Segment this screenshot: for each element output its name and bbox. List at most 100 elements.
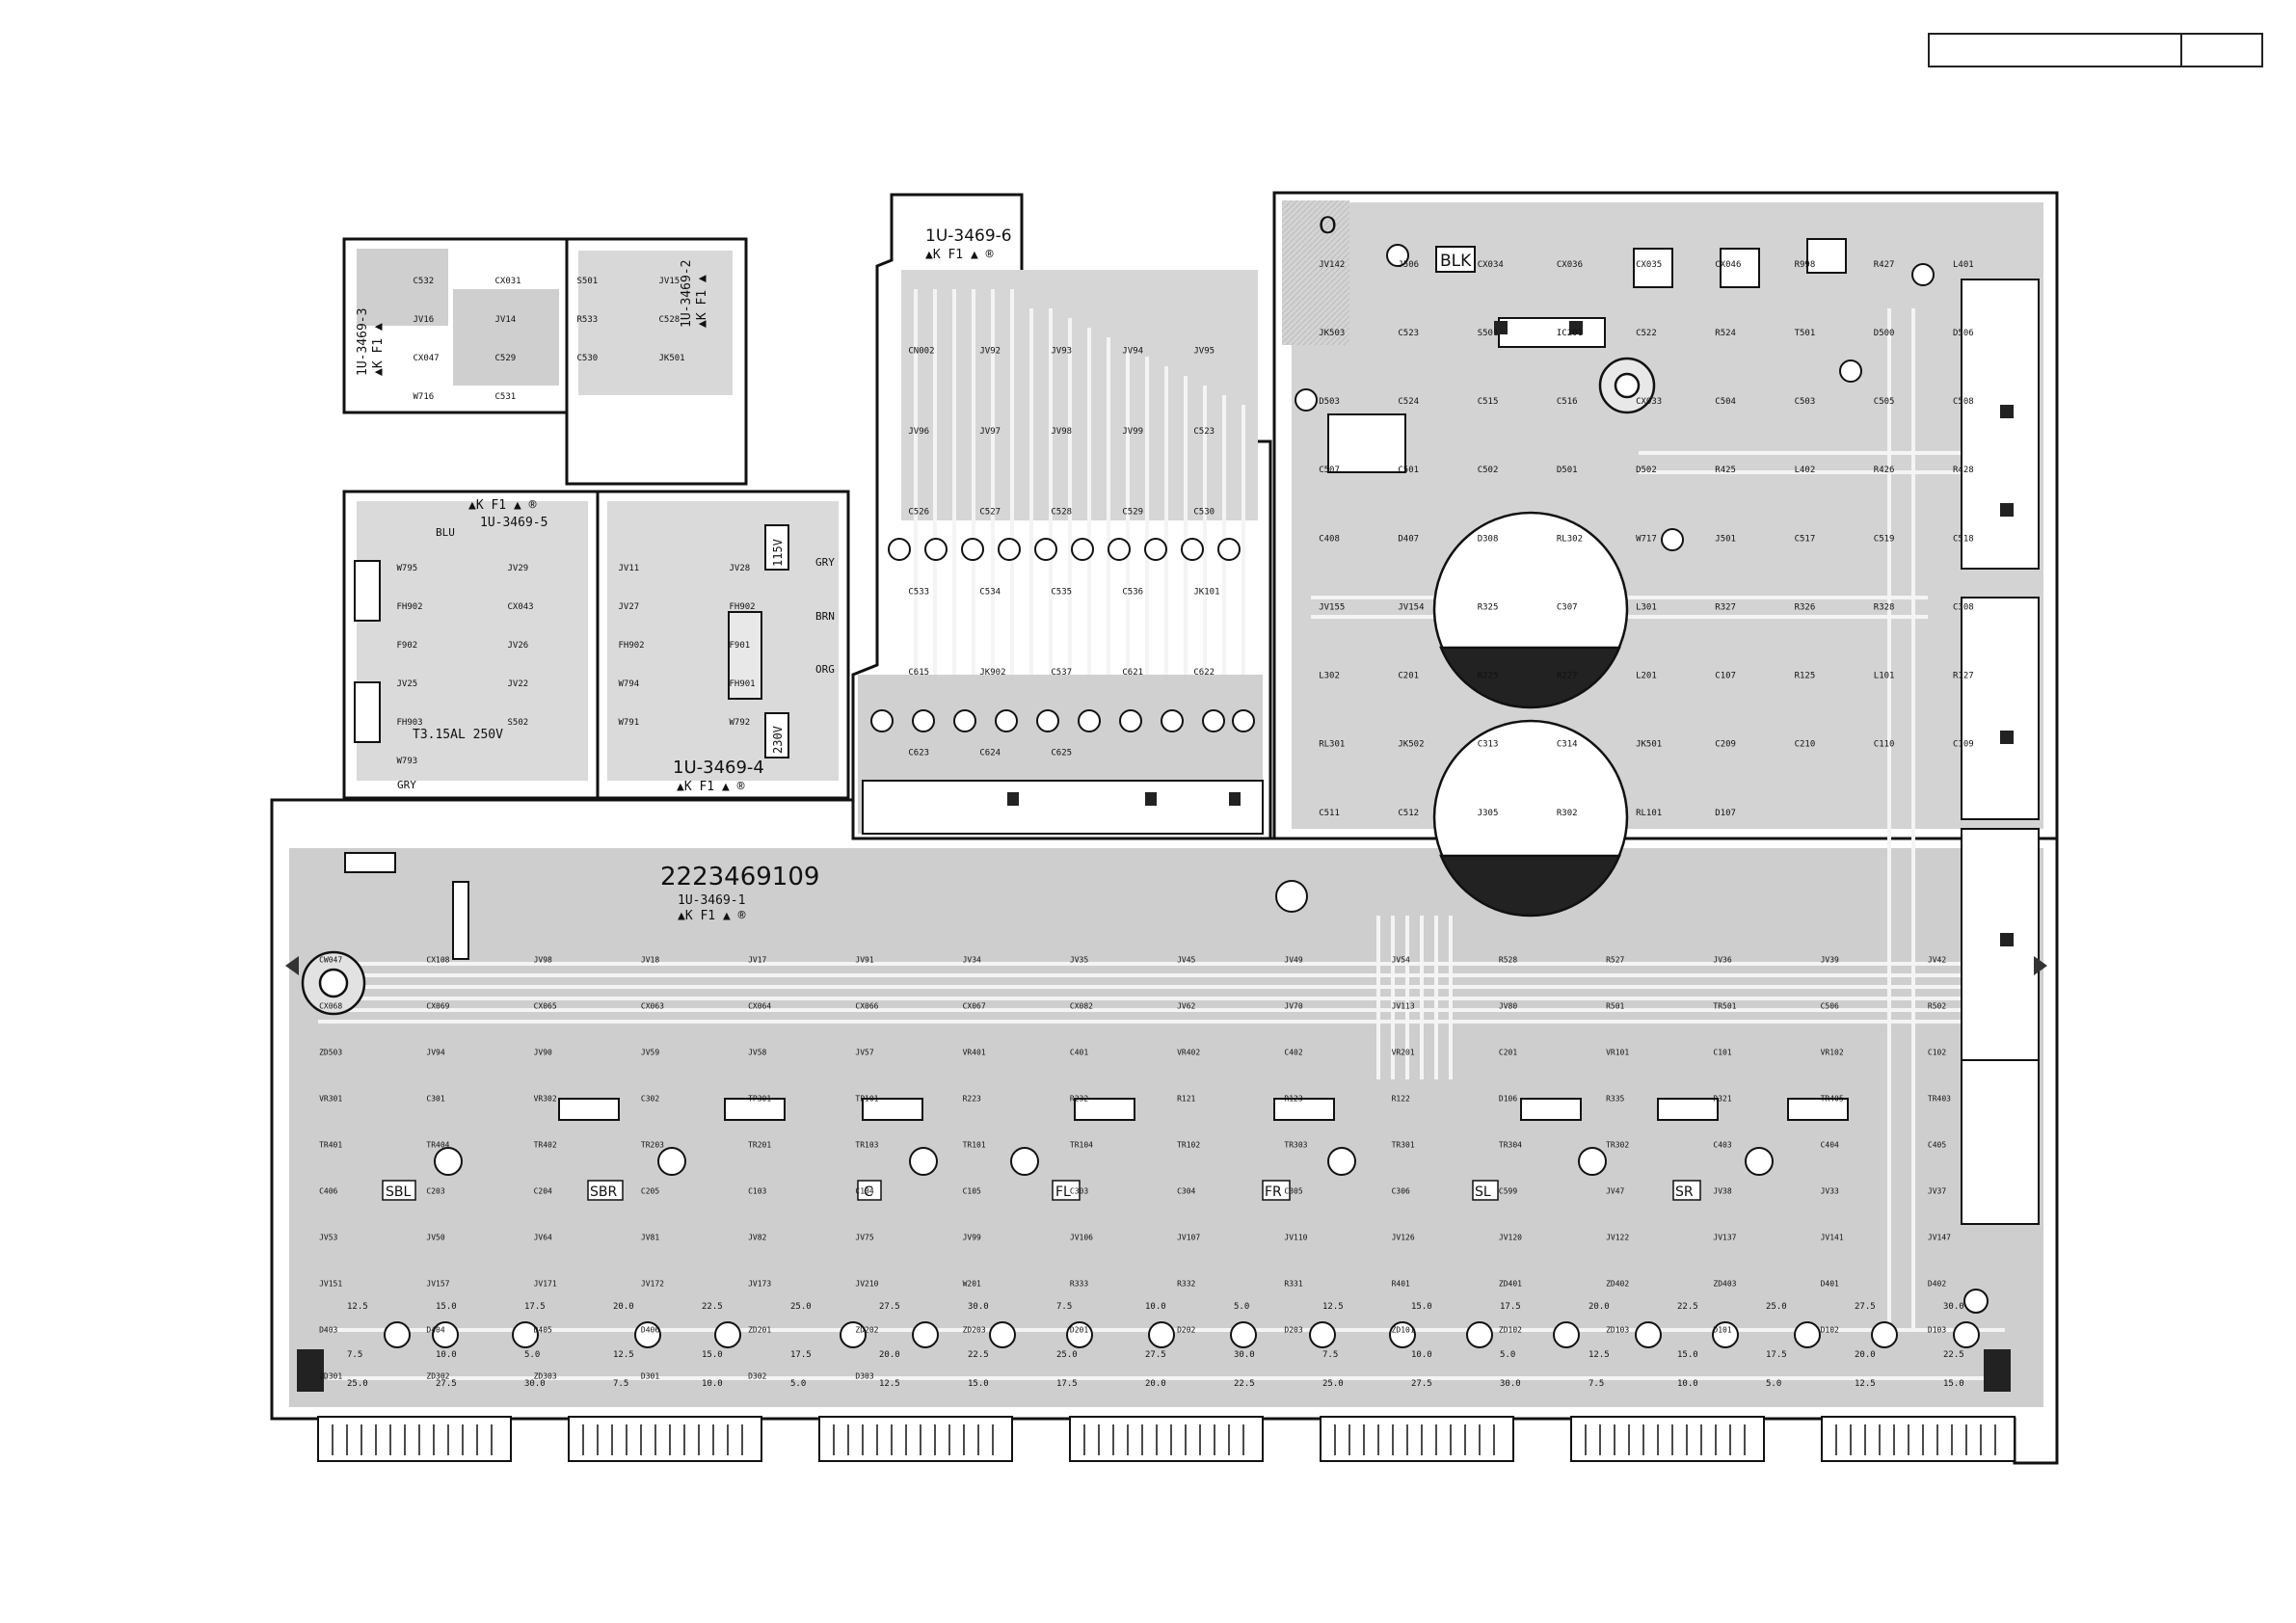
part-ref: JV37 (1928, 1186, 1946, 1195)
part-ref: JV81 (641, 1233, 659, 1241)
part-ref: JV93 (1051, 347, 1072, 357)
part-ref: JV50 (426, 1233, 444, 1241)
board-3469-1-serial: 2223469109 (660, 863, 819, 891)
part-ref: JV122 (1606, 1233, 1629, 1241)
label-115v: 115V (771, 539, 785, 567)
part-ref: ZD301 (319, 1371, 342, 1380)
part-ref: W201 (963, 1279, 981, 1288)
part-ref: C308 (1953, 602, 1974, 612)
trace-value: 17.5 (524, 1302, 546, 1312)
part-ref: C313 (1478, 740, 1499, 750)
part-ref: C201 (1499, 1048, 1517, 1056)
part-ref: D302 (748, 1371, 766, 1380)
part-ref: C403 (1713, 1140, 1731, 1149)
part-ref: R227 (1557, 672, 1578, 681)
part-ref: C523 (1193, 427, 1215, 437)
part-ref: JV29 (508, 564, 529, 573)
channel-sr: SR (1675, 1184, 1694, 1200)
part-ref: JV91 (855, 955, 873, 964)
part-ref: W793 (397, 757, 418, 766)
part-ref: CX065 (534, 1001, 557, 1010)
part-ref: C523 (1398, 329, 1419, 338)
part-ref: D103 (1928, 1325, 1946, 1334)
part-ref: C515 (1478, 397, 1499, 407)
cap-row-right-board (1275, 244, 1989, 1314)
part-ref: D404 (426, 1325, 444, 1334)
part-ref: J501 (1715, 534, 1736, 544)
part-ref: TR203 (641, 1140, 664, 1149)
part-ref: D503 (1319, 397, 1340, 407)
part-ref: JV157 (426, 1279, 449, 1288)
part-ref: JV95 (1193, 347, 1215, 357)
part-ref: JK501 (659, 354, 685, 363)
part-ref: C205 (641, 1186, 659, 1195)
part-ref: JV172 (641, 1279, 664, 1288)
part-ref: C624 (979, 748, 1001, 758)
part-ref: C524 (1398, 397, 1419, 407)
trace-value: 15.0 (702, 1350, 723, 1360)
part-ref: J305 (1478, 809, 1499, 818)
edge-fingers (317, 1416, 2016, 1462)
part-ref: R998 (1795, 260, 1816, 270)
part-ref: JV154 (1398, 602, 1424, 612)
label-blk: BLK (1440, 252, 1472, 271)
part-ref: JK501 (1636, 740, 1662, 750)
part-ref: D403 (319, 1325, 337, 1334)
trace-value: 7.5 (347, 1350, 362, 1360)
label-230v: 230V (771, 726, 785, 754)
fuse-holders (354, 560, 762, 743)
part-ref: C107 (1715, 672, 1736, 681)
trace-value: 30.0 (524, 1379, 546, 1389)
trace-value: 12.5 (613, 1350, 634, 1360)
part-ref: CW047 (319, 955, 342, 964)
part-ref: R121 (1177, 1094, 1195, 1103)
board-3469-3-id: 1U-3469-3 (356, 308, 370, 376)
part-ref: D303 (855, 1371, 873, 1380)
board-3469-3-marks: ▲K F1 ▲ (371, 323, 386, 376)
part-ref: JV70 (1284, 1001, 1302, 1010)
part-ref: D301 (641, 1371, 659, 1380)
trace-value: 7.5 (1322, 1350, 1338, 1360)
part-ref: L201 (1636, 672, 1657, 681)
part-ref: C530 (577, 354, 599, 363)
part-ref: C204 (534, 1186, 552, 1195)
trace-value: 30.0 (1500, 1379, 1521, 1389)
part-ref: C536 (1122, 588, 1143, 598)
part-ref: C102 (1928, 1048, 1946, 1056)
part-ref: C621 (1122, 668, 1143, 678)
capacitor-rows (384, 244, 1989, 1348)
part-ref: CX043 (508, 602, 534, 612)
part-ref: FH902 (397, 602, 423, 612)
board-3469-6-marks: ▲K F1 ▲ ® (925, 248, 994, 262)
part-ref: W717 (1636, 534, 1657, 544)
part-ref: C528 (659, 315, 681, 325)
part-ref: JV173 (748, 1279, 771, 1288)
trace-value: 27.5 (1145, 1350, 1166, 1360)
part-ref: TR301 (1392, 1140, 1415, 1149)
part-ref: JV126 (1392, 1233, 1415, 1241)
part-ref: JV155 (1319, 602, 1345, 612)
part-ref: D502 (1636, 466, 1657, 475)
part-ref: C532 (414, 277, 435, 286)
part-ref: D401 (1821, 1279, 1839, 1288)
part-ref: TR102 (1177, 1140, 1200, 1149)
channel-sbr: SBR (590, 1184, 617, 1200)
part-ref: CX036 (1557, 260, 1583, 270)
channel-sbl: SBL (386, 1184, 411, 1200)
part-ref: FH903 (397, 718, 423, 728)
part-ref: JV94 (1122, 347, 1143, 357)
trace-value: 22.5 (1943, 1350, 1964, 1360)
part-ref: W795 (397, 564, 418, 573)
part-ref: D107 (1715, 809, 1736, 818)
trace-value: 5.0 (1766, 1379, 1781, 1389)
part-ref: C623 (908, 748, 929, 758)
part-ref: C406 (319, 1186, 337, 1195)
part-ref: CX035 (1636, 260, 1662, 270)
connector-cx036 (1633, 248, 1673, 288)
part-ref: R335 (1606, 1094, 1624, 1103)
part-ref: R333 (1070, 1279, 1088, 1288)
part-ref: JV94 (426, 1048, 444, 1056)
